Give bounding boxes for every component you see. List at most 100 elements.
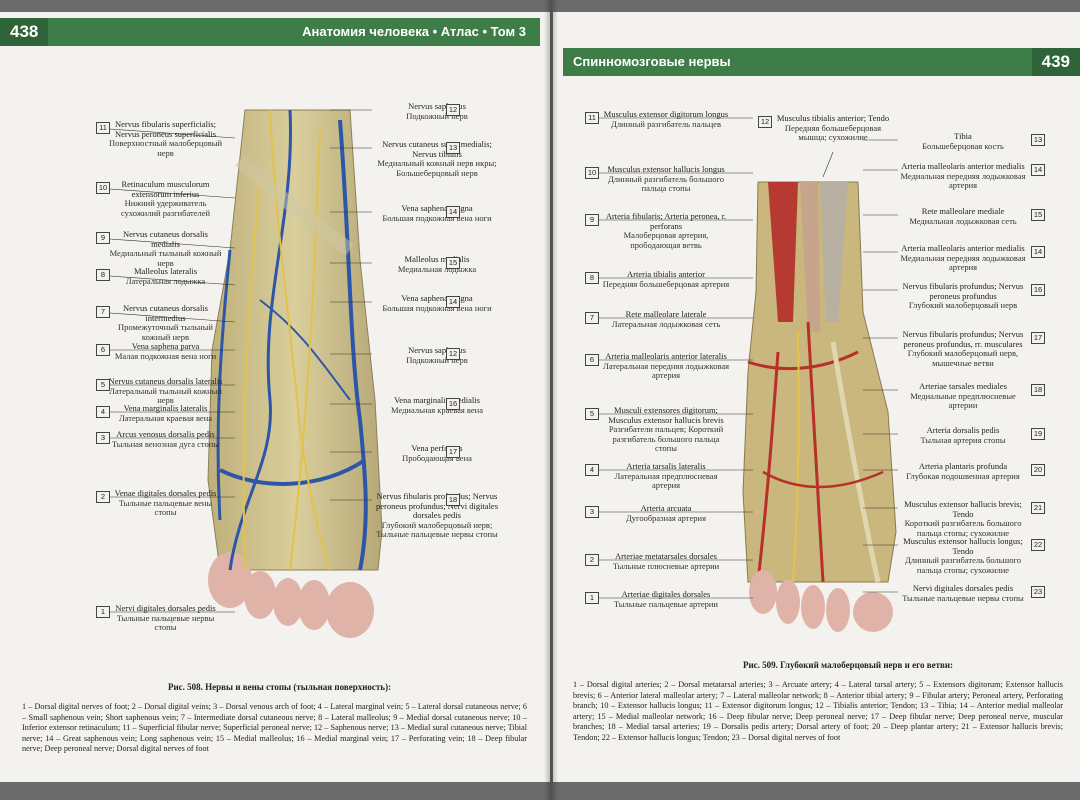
label-latin: Nervi digitales dorsales pedis xyxy=(912,583,1014,593)
label-russian: Медиальный кожный нерв икры; Большеберцо… xyxy=(377,158,497,178)
label-russian: Дугообразная артерия xyxy=(626,512,706,523)
label-latin: Nervus cutaneus surae medialis; Nervus t… xyxy=(382,139,492,159)
label-russian: Передняя большеберцовая артерия xyxy=(602,278,730,289)
label-latin: Rete malleolare laterale xyxy=(625,309,707,319)
label-latin: Musculus extensor hallucis longus; Tendo xyxy=(903,536,1023,556)
label-russian: Латеральный тыльный кожный нерв xyxy=(109,385,222,405)
label-number-box: 9 xyxy=(96,232,110,244)
figure-label: Nervus fibularis superficialis; Nervus p… xyxy=(108,119,223,158)
label-latin: Vena saphena magna xyxy=(401,293,473,303)
label-number-box: 16 xyxy=(1031,284,1045,296)
label-russian: Тыльные пальцевые нервы стопы xyxy=(116,612,215,632)
label-number-box: 16 xyxy=(446,398,460,410)
label-number-box: 15 xyxy=(446,257,460,269)
label-latin: Nervi digitales dorsales pedis xyxy=(115,603,216,613)
label-russian: Прободающая вена xyxy=(402,452,472,463)
label-latin: Nervus cutaneus dorsalis intermedius xyxy=(123,303,208,323)
figure-label: Nervus cutaneus surae medialis; Nervus t… xyxy=(372,139,502,178)
label-number-box: 4 xyxy=(585,464,599,476)
label-latin: Vena saphena parva xyxy=(131,341,200,351)
label-number-box: 2 xyxy=(585,554,599,566)
figure-508-foot-illustration xyxy=(200,100,390,640)
left-page-number: 438 xyxy=(0,18,49,46)
right-leader-lines xyxy=(585,117,898,599)
label-russian: Промежуточный тыльный кожный нерв xyxy=(118,322,213,342)
label-number-box: 22 xyxy=(1031,539,1045,551)
label-number-box: 20 xyxy=(1031,464,1045,476)
label-latin: Malleolus medialis xyxy=(404,254,470,264)
label-russian: Глубокая подошвенная артерия xyxy=(906,470,1020,481)
label-latin: Vena marginalis lateralis xyxy=(123,403,208,413)
label-latin: Arteria malleolaris anterior medialis xyxy=(901,243,1025,253)
label-number-box: 15 xyxy=(1031,209,1045,221)
label-number-box: 10 xyxy=(585,167,599,179)
label-russian: Малоберцовая артерия, прободающая ветвь xyxy=(623,230,709,250)
leader-line xyxy=(95,237,236,249)
label-latin: Nervus cutaneus dorsalis medialis xyxy=(123,229,208,249)
label-latin: Nervus saphenus xyxy=(408,345,466,355)
label-latin: Nervus saphenus xyxy=(408,101,466,111)
figure-509-drawing xyxy=(742,181,897,632)
label-number-box: 11 xyxy=(96,122,110,134)
label-latin: Vena saphena magna xyxy=(401,203,473,213)
label-russian: Передняя большеберцовая мышца; сухожилие xyxy=(784,122,882,142)
label-number-box: 17 xyxy=(446,446,460,458)
label-russian: Медиальная лодыжка xyxy=(397,263,477,274)
label-russian: Тыльные пальцевые вены стопы xyxy=(118,497,213,517)
label-number-box: 14 xyxy=(446,206,460,218)
label-latin: Arteriae tarsales mediales xyxy=(919,381,1007,391)
label-russian: Тыльные пальцевые артерии xyxy=(614,598,718,609)
label-russian: Подкожный нерв xyxy=(406,354,468,365)
label-russian: Медиальная передняя лодыжковая артерия xyxy=(900,170,1026,190)
label-latin: Venae digitales dorsales pedis xyxy=(114,488,217,498)
right-header-bar: Спинномозговые нервы 439 xyxy=(563,48,1080,76)
label-latin: Arteria tarsalis lateralis xyxy=(626,461,706,471)
label-number-box: 21 xyxy=(1031,502,1045,514)
label-latin: Retinaculum musculorum extensorum inferi… xyxy=(121,179,210,199)
left-page: 438 Анатомия человека • Атлас • Том 3 xyxy=(0,12,550,782)
label-latin: Arteriae metatarsales dorsales xyxy=(615,551,717,561)
figure-509-caption: Рис. 509. Глубокий малоберцовый нерв и е… xyxy=(743,660,954,670)
label-number-box: 13 xyxy=(1031,134,1045,146)
label-russian: Большая подкожная вена ноги xyxy=(382,302,492,313)
label-russian: Длинный разгибатель большого пальца стоп… xyxy=(608,173,724,193)
right-header-title: Спинномозговые нервы xyxy=(573,54,731,69)
figure-label: Musculus extensor hallucis longus; Tendo… xyxy=(898,536,1028,575)
label-number-box: 1 xyxy=(96,606,110,618)
label-russian: Тыльные плюсневые артерии xyxy=(612,560,720,571)
left-leader-lines xyxy=(95,109,372,613)
figure-label: Retinaculum musculorum extensorum inferi… xyxy=(108,179,223,218)
label-russian: Большеберцовая кость xyxy=(922,140,1004,151)
label-russian: Медиальная лодыжковая сеть xyxy=(909,215,1017,226)
label-latin: Musculus tibialis anterior; Tendo xyxy=(776,113,890,123)
label-russian: Глубокий малоберцовый нерв xyxy=(908,300,1018,310)
label-latin: Arteria tibialis anterior xyxy=(627,269,705,279)
figure-label: Musculus extensor hallucis brevis; Tendo… xyxy=(898,499,1028,538)
label-latin: Nervus fibularis profundus; Nervus peron… xyxy=(902,281,1024,301)
right-page: Спинномозговые нервы 439 xyxy=(553,12,1080,782)
label-latin: Arteria plantaris profunda xyxy=(918,461,1008,471)
label-number-box: 9 xyxy=(585,214,599,226)
figure-label: Nervus fibularis profundus; Nervus peron… xyxy=(372,491,502,540)
label-number-box: 14 xyxy=(1031,246,1045,258)
figure-label: Nervus fibularis profundus; Nervus peron… xyxy=(898,329,1028,368)
label-number-box: 14 xyxy=(1031,164,1045,176)
figure-509-legend: 1 – Dorsal digital arteries; 2 – Dorsal … xyxy=(573,680,1063,742)
label-russian: Нижний удерживатель сухожилий разгибател… xyxy=(120,198,211,218)
label-latin: Nervus fibularis profundus; Nervus peron… xyxy=(902,329,1024,349)
